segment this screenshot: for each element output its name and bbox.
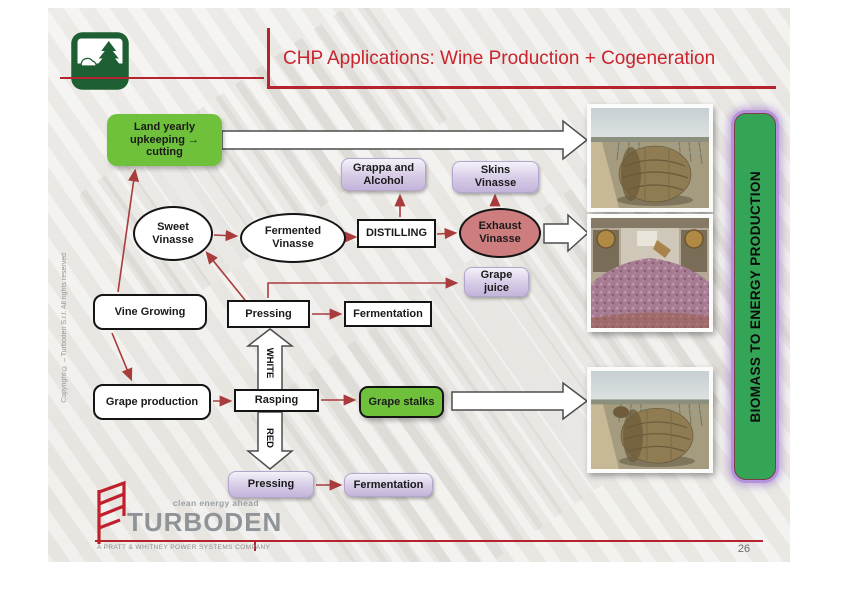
node-skins-vinasse: Skins Vinasse	[452, 161, 539, 193]
title-bottom-rule	[267, 86, 776, 89]
page-title: CHP Applications: Wine Production + Coge…	[283, 48, 716, 69]
footer-rule	[95, 540, 763, 542]
brand-wordmark: TURBODEN	[127, 507, 283, 537]
node-rasping: Rasping	[234, 389, 319, 412]
node-land-upkeeping: Land yearly upkeeping → cutting	[107, 114, 222, 166]
copyright-vertical-text: Copyright © – Turboden S.r.l. All rights…	[60, 253, 68, 403]
node-grape-stalks: Grape stalks	[359, 386, 444, 418]
vineyard-bale-photo-1	[587, 104, 713, 212]
vineyard-bale-photo-2	[587, 367, 713, 473]
logo-tagline: clean energy ahead	[172, 498, 259, 508]
grape-marc-photo	[587, 214, 713, 332]
title-left-rule	[267, 28, 270, 89]
node-pressing-red: Pressing	[228, 471, 314, 498]
header-divider-small	[60, 77, 264, 79]
page-number: 26	[737, 543, 751, 555]
company-byline: A PRATT & WHITNEY POWER SYSTEMS COMPANY	[97, 544, 271, 551]
biomass-banner-label: BIOMASS TO ENERGY PRODUCTION	[747, 170, 763, 423]
node-grape-production: Grape production	[93, 384, 211, 420]
vineyard-bale-illustration	[591, 371, 709, 469]
node-distilling: DISTILLING	[357, 219, 436, 248]
node-exhaust-vinasse: Exhaust Vinasse	[459, 208, 541, 258]
biomass-banner: BIOMASS TO ENERGY PRODUCTION	[734, 113, 776, 480]
node-vine-growing: Vine Growing	[93, 294, 207, 330]
white-wine-flow-label: WHITE	[264, 347, 276, 379]
node-grappa-alcohol: Grappa and Alcohol	[341, 158, 426, 191]
footer-rule-tick	[254, 540, 256, 551]
node-pressing-white: Pressing	[227, 300, 310, 328]
node-grape-juice: Grape juice	[464, 267, 529, 297]
red-wine-flow-label: RED	[264, 427, 276, 449]
vineyard-bale-illustration	[591, 108, 709, 208]
node-fermentation-red: Fermentation	[344, 473, 433, 497]
node-fermented-vinasse: Fermented Vinasse	[240, 213, 346, 263]
node-fermentation-white: Fermentation	[344, 301, 432, 327]
node-sweet-vinasse: Sweet Vinasse	[133, 206, 213, 261]
grape-marc-illustration	[591, 218, 709, 328]
